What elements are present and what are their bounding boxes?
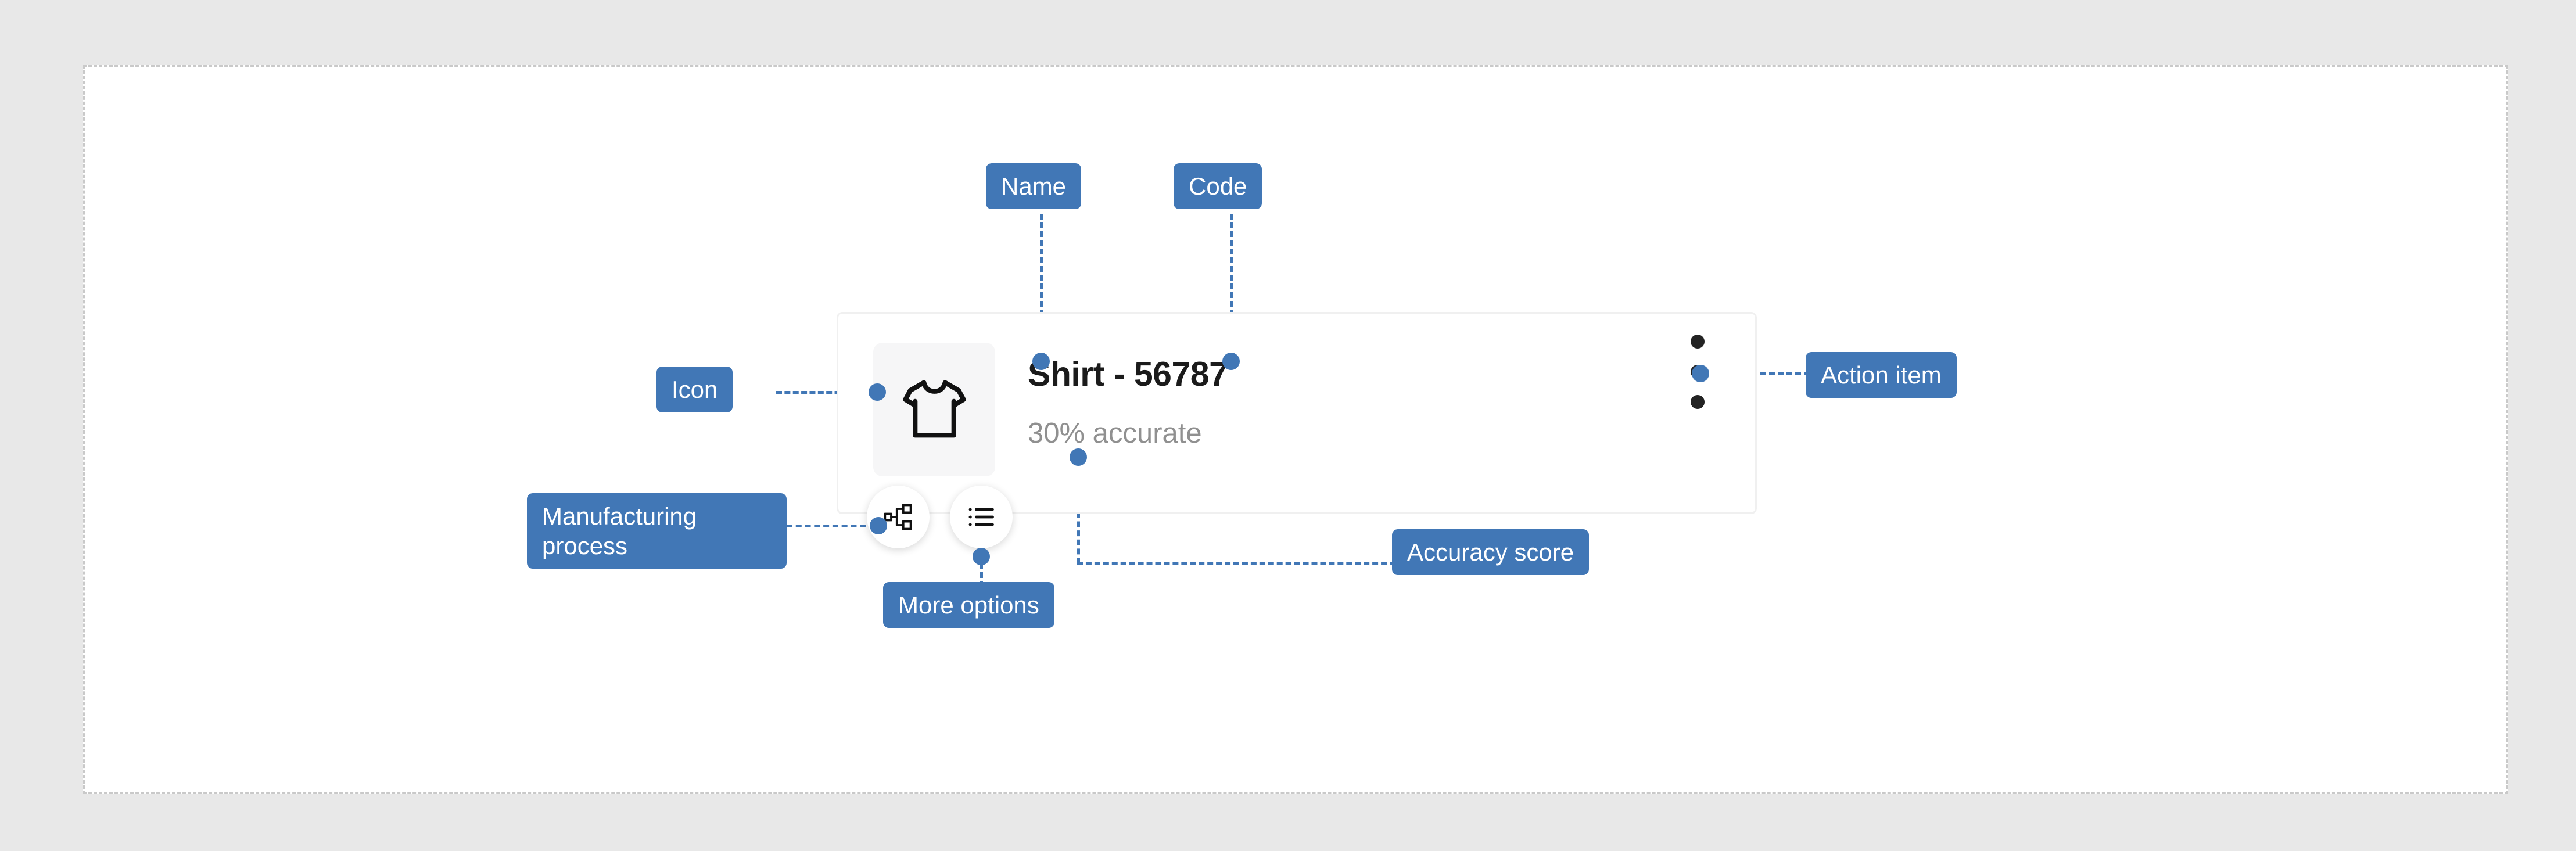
annotation-label-accuracy-score[interactable]: Accuracy score — [1392, 529, 1590, 576]
tshirt-icon — [898, 374, 971, 446]
connector-manufacturing — [787, 525, 875, 527]
vertical-ellipsis-dot — [1691, 395, 1705, 409]
anchor-dot-name — [1032, 353, 1050, 370]
annotation-label-icon[interactable]: Icon — [656, 367, 733, 413]
anchor-dot-action-item — [1692, 365, 1709, 382]
card-title: Shirt - 56787 — [1028, 355, 1228, 393]
annotation-label-code[interactable]: Code — [1174, 163, 1262, 210]
connector-accuracy-horizontal — [1077, 562, 1395, 565]
connector-icon — [776, 391, 874, 394]
connector-name — [1040, 214, 1043, 359]
annotation-label-manufacturing-process[interactable]: Manufacturing process — [527, 493, 787, 569]
bulleted-list-icon — [966, 502, 996, 532]
more-options-button[interactable] — [950, 486, 1013, 548]
connector-action-item — [1708, 372, 1810, 375]
annotation-label-more-options[interactable]: More options — [883, 582, 1054, 629]
anchor-dot-more-options — [973, 548, 990, 565]
anchor-dot-accuracy-score — [1070, 448, 1087, 466]
annotation-label-name[interactable]: Name — [986, 163, 1082, 210]
connector-code — [1230, 214, 1233, 359]
hierarchy-icon — [883, 502, 913, 532]
anchor-dot-code — [1222, 353, 1240, 370]
annotation-label-action-item[interactable]: Action item — [1806, 352, 1957, 398]
vertical-ellipsis-dot — [1691, 335, 1705, 349]
anchor-dot-manufacturing — [870, 517, 887, 534]
anchor-dot-icon — [869, 383, 886, 401]
card-subtitle: 30% accurate — [1028, 418, 1202, 449]
product-thumbnail[interactable] — [873, 343, 995, 476]
connector-more-options — [980, 555, 983, 587]
